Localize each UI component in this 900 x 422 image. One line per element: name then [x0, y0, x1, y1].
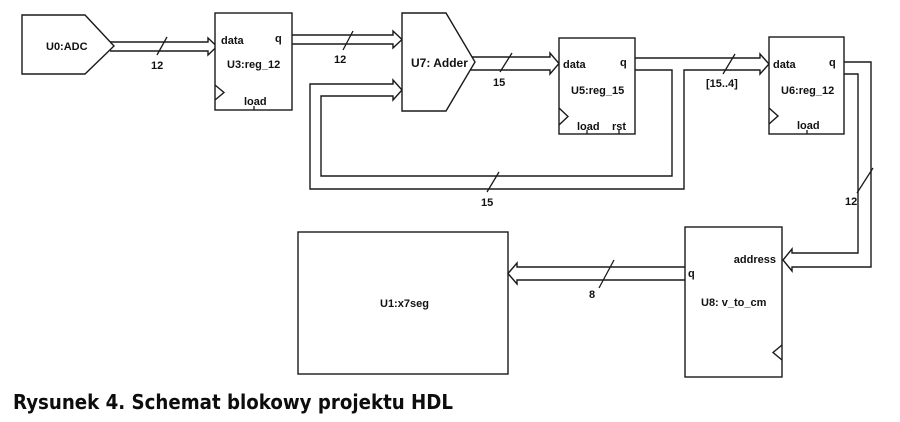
bus-width-label: 12 [334, 54, 346, 66]
port-q-label: q [829, 57, 836, 69]
port-data-label: data [221, 35, 245, 47]
port-data-label: data [563, 59, 587, 71]
component-label: U1:x7seg [380, 298, 429, 310]
adder-block [401, 12, 476, 112]
port-q-label: q [688, 268, 695, 280]
bus-width-label: 12 [151, 60, 163, 72]
bus-width-tick [499, 52, 513, 73]
bus-width-tick [598, 259, 615, 289]
bus-width-label: 12 [845, 196, 857, 208]
figure-caption: Rysunek 4. Schemat blokowy projektu HDL [13, 390, 453, 414]
register-block [214, 12, 293, 111]
bus-u5-to-u6-and-feedback [309, 52, 770, 190]
bus-width-tick [722, 53, 736, 75]
bus-width-tick [342, 30, 354, 51]
component-u1-x7seg: U1:x7seg [297, 231, 509, 375]
bus-width-tick [486, 171, 500, 193]
port-load-label: load [797, 120, 820, 132]
bus-adder-to-u5 [470, 51, 560, 76]
component-u7-adder: U7: Adder [401, 12, 476, 112]
display-block [297, 231, 509, 375]
component-u0-adc: U0:ADC [21, 14, 115, 75]
bus-width-label: 8 [589, 289, 595, 301]
adc-block [21, 14, 115, 75]
component-label: U6:reg_12 [781, 85, 834, 97]
port-rst-label: rst [612, 121, 626, 133]
component-label: U5:reg_15 [571, 85, 624, 97]
bus-width-label: 15 [481, 197, 493, 209]
bus-adc-to-u3 [110, 36, 219, 57]
clock-input-icon [771, 344, 783, 361]
port-q-label: q [620, 57, 627, 69]
component-u3-reg12: data q U3:reg_12 load [214, 12, 293, 111]
component-u5-reg15: data q U5:reg_15 load rst [558, 37, 636, 135]
component-u6-reg12: data q U6:reg_12 load [768, 36, 845, 135]
port-data-label: data [773, 59, 797, 71]
rom-block [684, 226, 783, 378]
bus-u8-to-u1 [507, 261, 685, 286]
port-load-label: load [577, 121, 600, 133]
component-u8-v-to-cm: address q U8: v_to_cm [684, 226, 783, 378]
component-label: U3:reg_12 [227, 59, 280, 71]
bus-width-tick [156, 36, 168, 56]
clock-input-icon [214, 84, 226, 101]
bus-u3-to-adder [292, 29, 404, 50]
component-label: U8: v_to_cm [701, 297, 767, 309]
port-q-label: q [275, 33, 282, 45]
bus-u6-to-u8 [782, 61, 872, 273]
port-address-label: address [734, 254, 776, 266]
bus-width-label: 15 [493, 77, 505, 89]
clock-input-icon [558, 107, 570, 126]
component-label: U0:ADC [46, 41, 88, 53]
bus-width-label: [15..4] [706, 78, 738, 90]
bus-width-tick [856, 167, 874, 194]
register-block [558, 37, 636, 135]
port-load-label: load [244, 96, 267, 108]
clock-input-icon [768, 107, 780, 125]
component-label: U7: Adder [411, 56, 468, 70]
